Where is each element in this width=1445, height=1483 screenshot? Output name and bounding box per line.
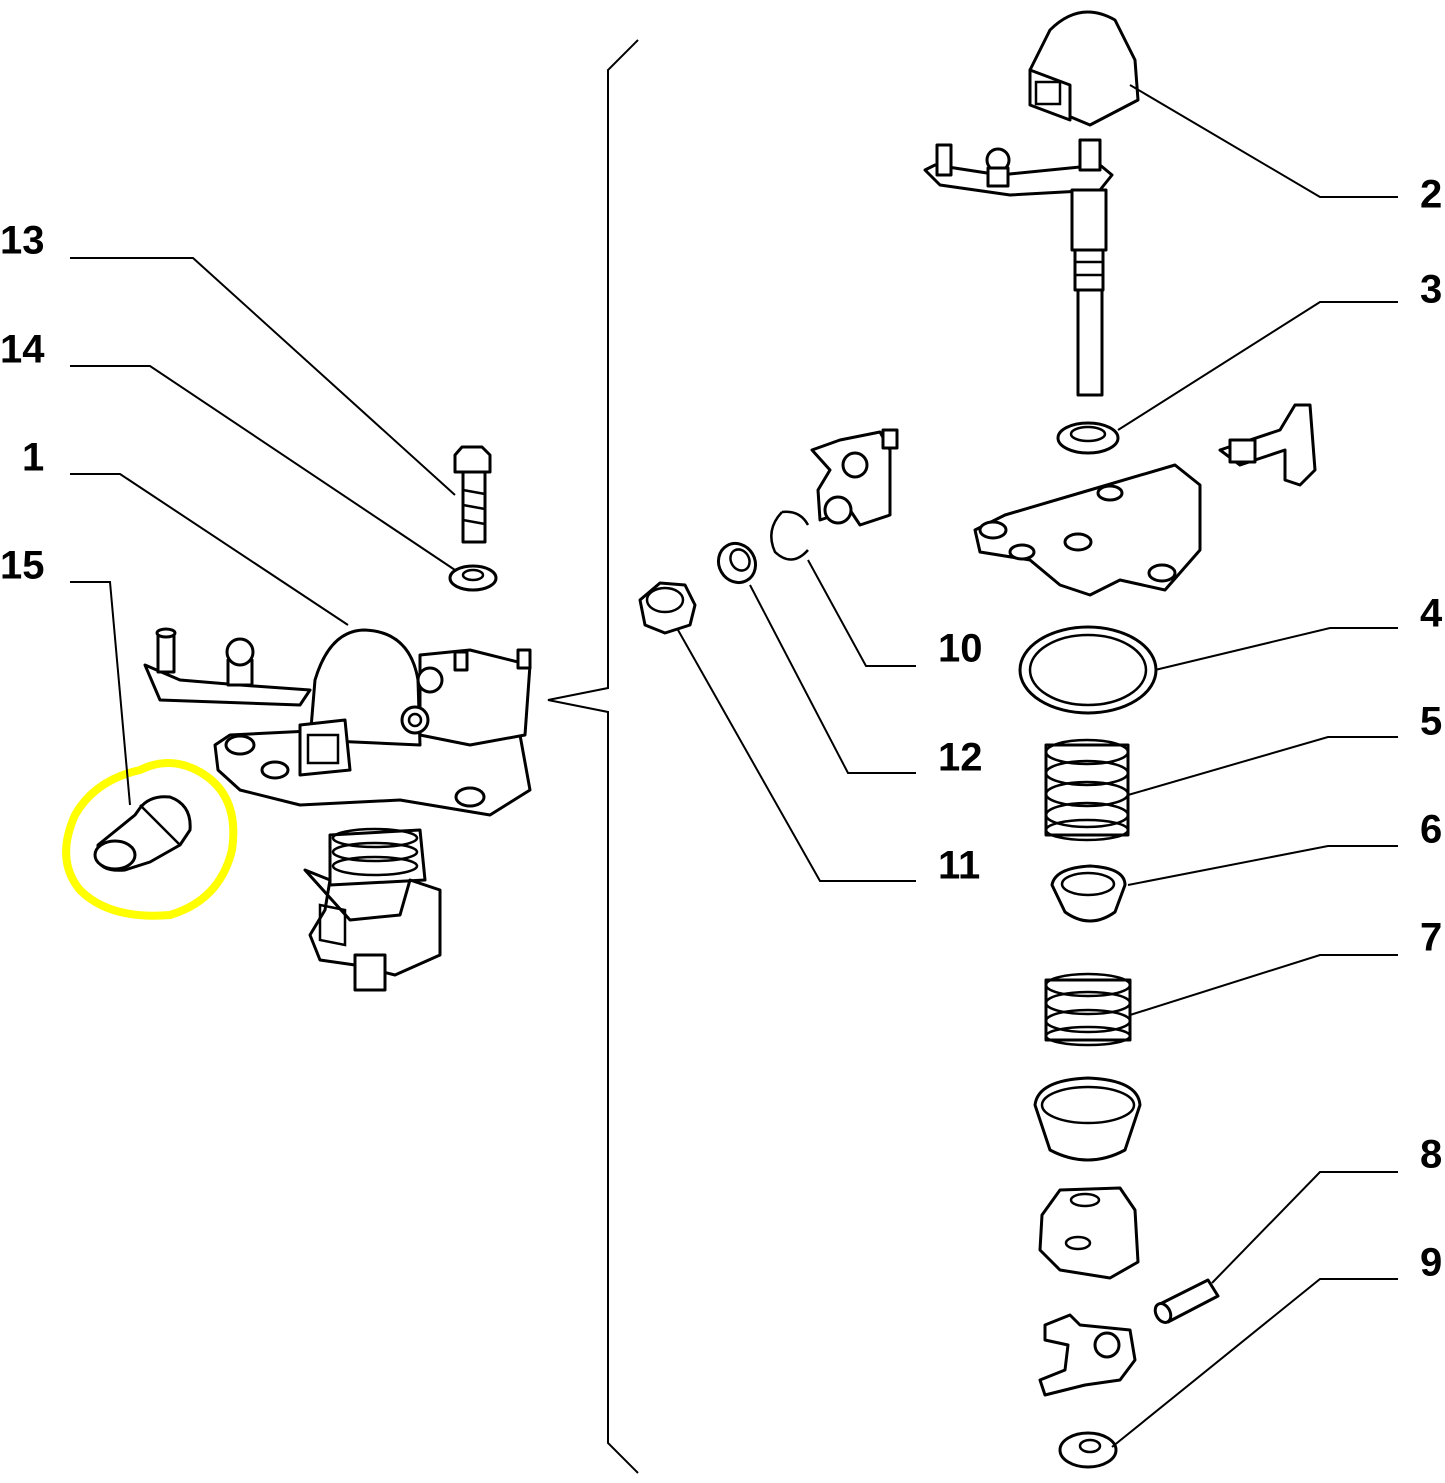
part-6-spring-seat[interactable]	[1050, 864, 1127, 923]
shift-shaft[interactable]	[923, 138, 1114, 397]
callout-7: 7	[1420, 916, 1442, 960]
callout-5: 5	[1420, 700, 1442, 744]
part-10-circlip[interactable]	[770, 510, 810, 561]
callout-3: 3	[1420, 268, 1442, 312]
callout-6: 6	[1420, 808, 1442, 852]
part-7-spring[interactable]	[1044, 972, 1132, 1047]
callout-1: 1	[22, 436, 44, 480]
part-11-nut[interactable]	[638, 581, 697, 635]
callout-11: 11	[938, 844, 980, 888]
callout-labels: 2 3 4 5 6 7 8 9 10 12 11 13 14 1 15	[0, 173, 1443, 1285]
link-bracket[interactable]	[810, 428, 899, 527]
callout-15: 15	[0, 544, 45, 588]
pin-lever[interactable]	[1218, 403, 1317, 487]
part-9-washer[interactable]	[1058, 1431, 1118, 1469]
callout-4: 4	[1420, 592, 1443, 636]
housing-base[interactable]	[973, 463, 1202, 597]
callout-8: 8	[1420, 1133, 1442, 1177]
part-4-o-ring[interactable]	[1018, 625, 1158, 715]
callout-14: 14	[0, 328, 45, 372]
part-5-spring[interactable]	[1044, 738, 1130, 842]
callout-9: 9	[1420, 1241, 1442, 1285]
part-8-roll-pin[interactable]	[1152, 1278, 1220, 1325]
callout-13: 13	[0, 219, 45, 263]
callout-10: 10	[938, 627, 983, 671]
callout-2: 2	[1420, 173, 1442, 217]
highlight-circle	[62, 758, 238, 920]
selector-finger[interactable]	[1038, 1313, 1137, 1397]
part-15-plug[interactable]	[93, 795, 192, 872]
part-1-gear-selector-assembly[interactable]	[143, 627, 532, 992]
part-13-bolt[interactable]	[453, 445, 492, 544]
leader-lines	[70, 84, 1398, 1448]
part-2-cap[interactable]	[1028, 10, 1140, 127]
guide-block[interactable]	[1038, 1186, 1140, 1280]
spring-cup[interactable]	[1033, 1076, 1142, 1162]
part-12-seal[interactable]	[711, 537, 762, 590]
callout-12: 12	[938, 736, 983, 780]
part-14-washer[interactable]	[448, 564, 498, 592]
part-3-seal[interactable]	[1056, 421, 1120, 455]
assembly-bracket	[547, 39, 639, 1474]
